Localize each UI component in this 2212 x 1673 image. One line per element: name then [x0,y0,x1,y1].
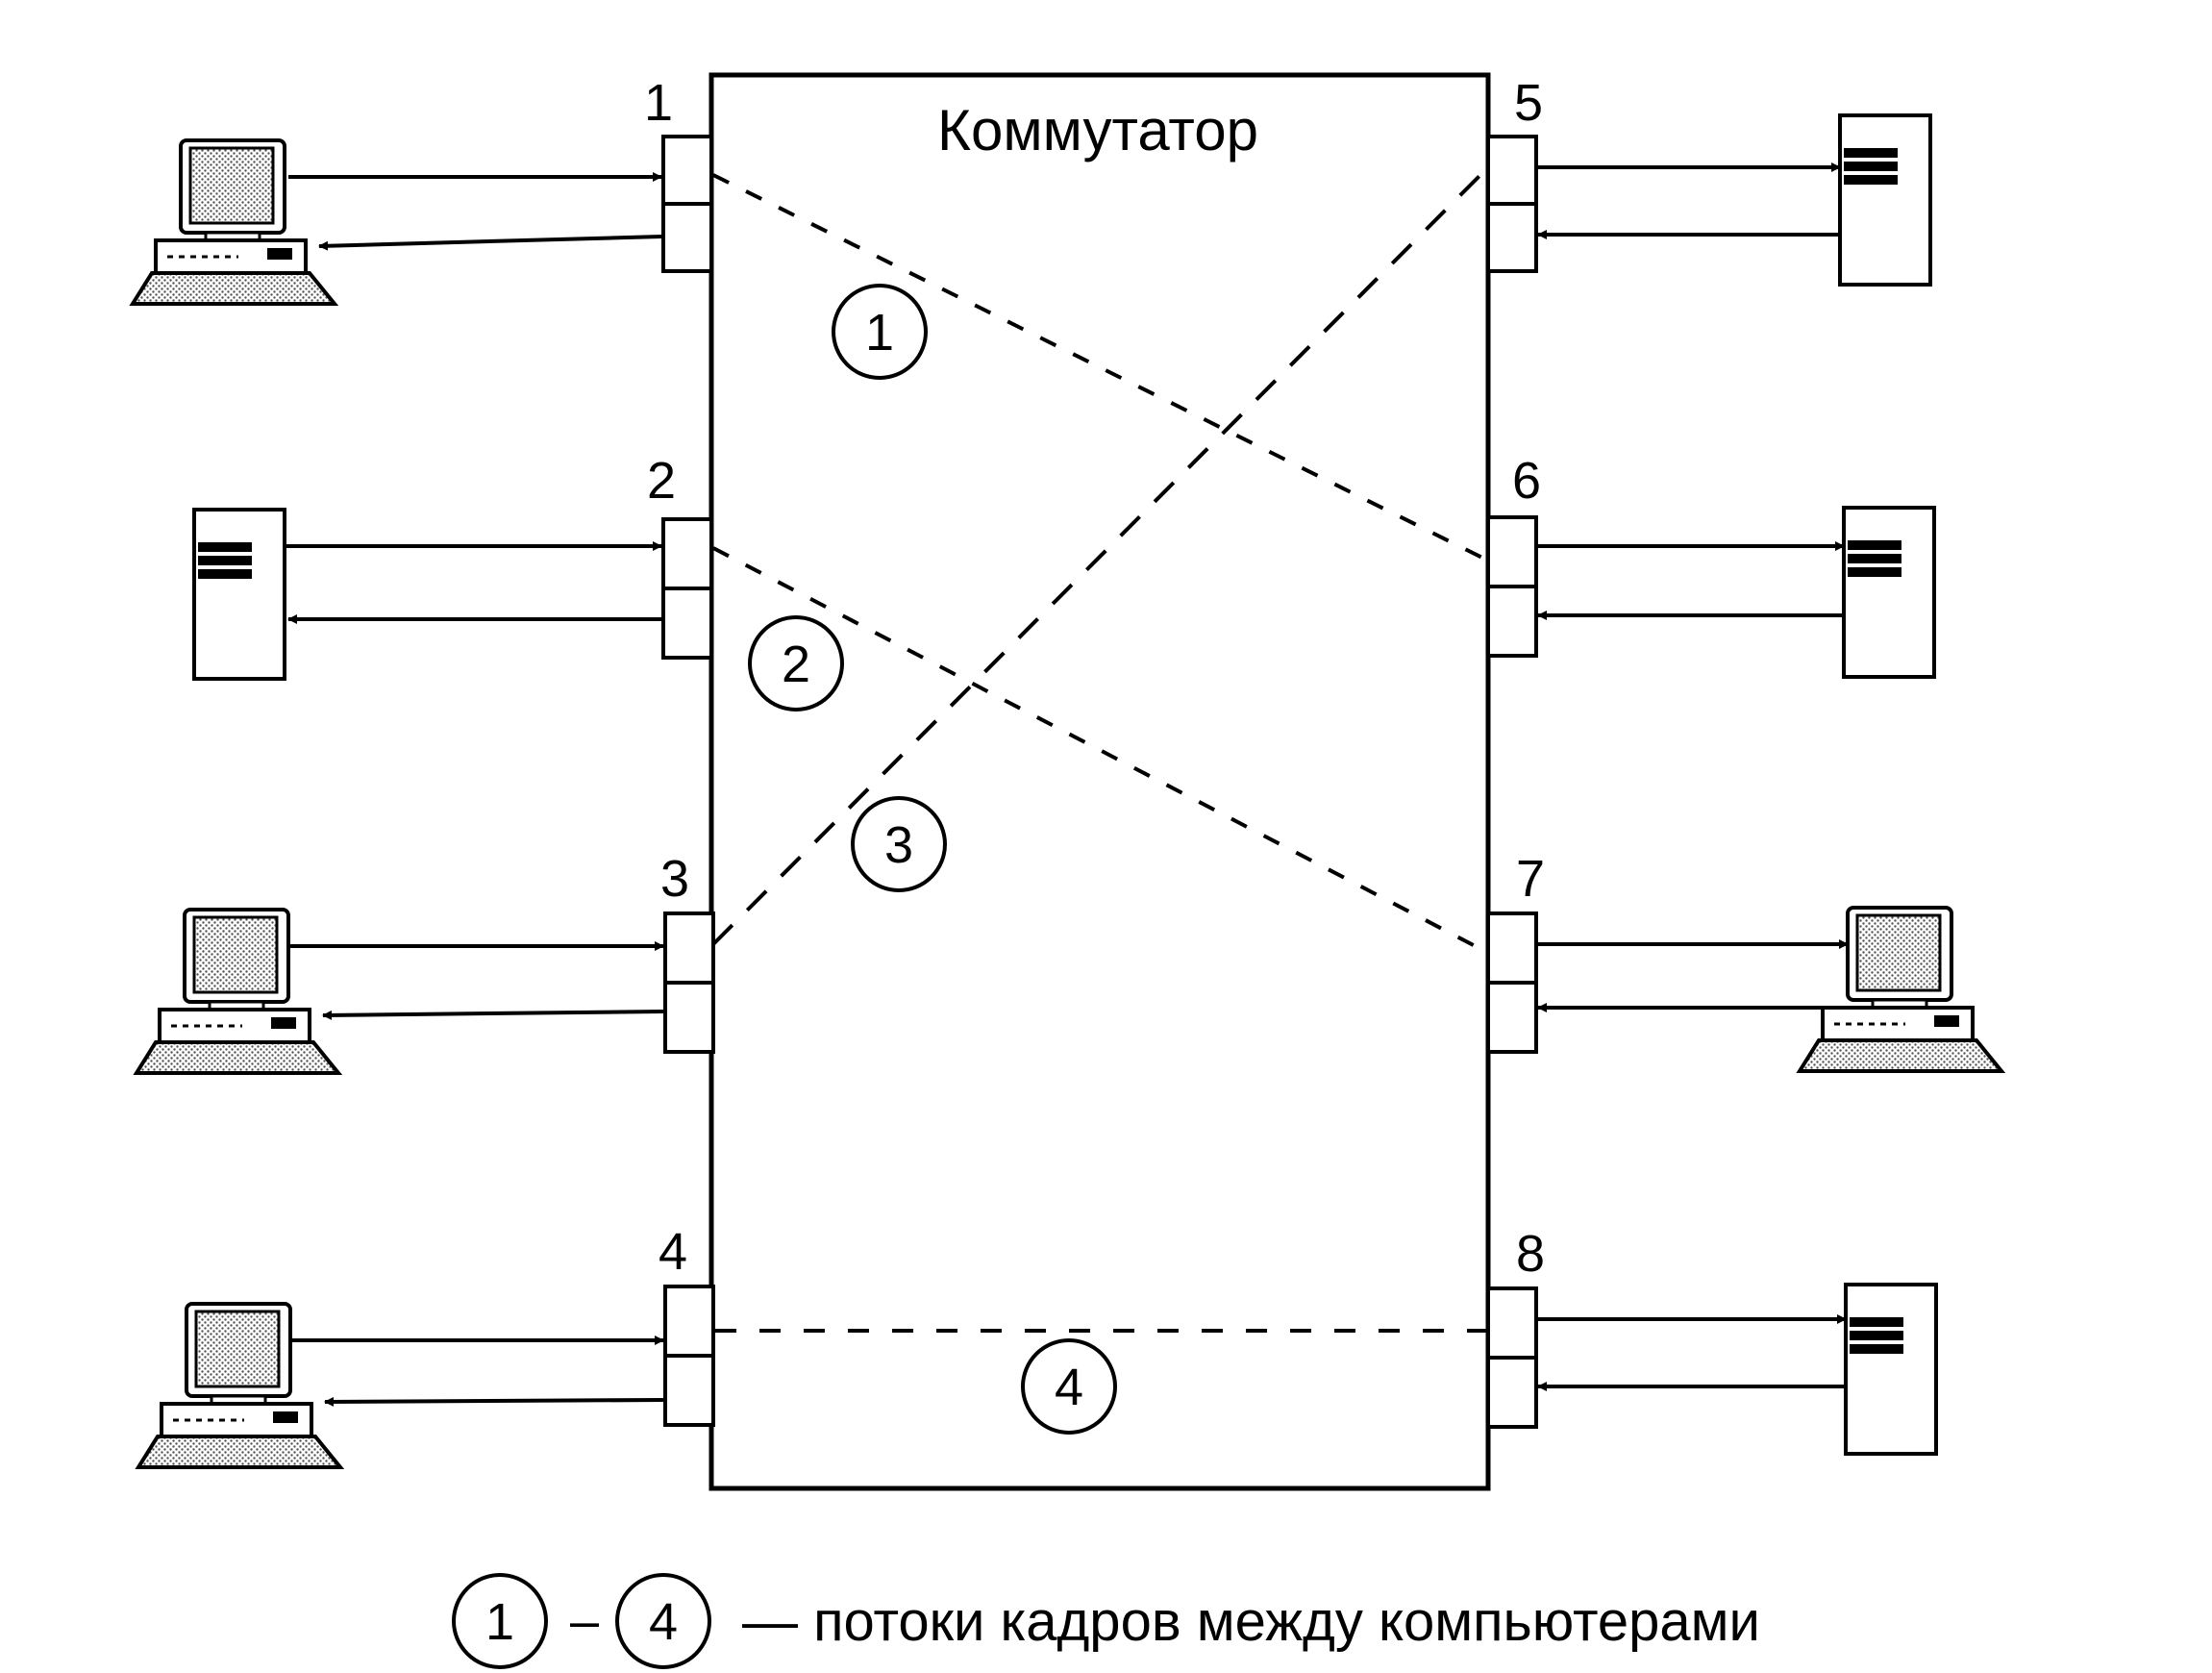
legend-marker-first: 1 [452,1573,548,1669]
device-port-4-pc[interactable] [137,1302,342,1469]
port-number-2: 2 [647,452,676,510]
device-port-2-server[interactable] [192,508,286,681]
right-links [1537,162,1853,1391]
flow-marker-3-label: 3 [884,816,913,874]
frame-flows [711,167,1488,1333]
flow-marker-4-label: 4 [1055,1359,1083,1416]
port-8[interactable]: 8 [1486,1225,1545,1429]
port-number-4: 4 [659,1223,687,1281]
port-number-8: 8 [1516,1225,1545,1283]
port-number-7: 7 [1516,850,1545,908]
flow-marker-2-label: 2 [782,636,810,693]
legend-description: — потоки кадров между компьютерами [742,1590,1760,1653]
switch-body: Коммутатор [708,72,1491,1491]
left-ports: 1 2 3 4 [644,74,715,1427]
flow-marker-1-label: 1 [865,304,894,362]
switch-title: Коммутатор [937,98,1258,162]
legend-marker-last: 4 [615,1573,711,1669]
link-4-out-arrow [324,1396,664,1407]
flow-marker-3: 3 [851,796,947,892]
device-port-7-pc[interactable] [1798,906,2003,1073]
port-number-1: 1 [644,74,673,132]
flow-marker-1: 1 [832,284,928,380]
link-1-out-arrow [318,235,662,251]
legend-last-label: 4 [649,1593,678,1651]
port-number-3: 3 [660,850,689,908]
port-number-5: 5 [1514,74,1543,132]
port-7[interactable]: 7 [1486,850,1545,1054]
flow-3-path [711,167,1488,946]
flow-marker-2: 2 [748,615,844,712]
device-port-1-pc[interactable] [131,138,336,306]
device-port-3-pc[interactable] [135,908,340,1075]
port-number-6: 6 [1512,452,1541,510]
device-port-8-server[interactable] [1844,1283,1938,1456]
legend-first-label: 1 [485,1593,514,1651]
device-port-6-server[interactable] [1842,506,1936,679]
port-1[interactable]: 1 [644,74,713,273]
legend: 1 – 4 — потоки кадров между компьютерами [452,1573,1760,1669]
port-5[interactable]: 5 [1486,74,1543,273]
port-6[interactable]: 6 [1486,452,1541,658]
flow-marker-4: 4 [1021,1338,1117,1435]
port-3[interactable]: 3 [660,850,715,1054]
port-4[interactable]: 4 [659,1223,715,1427]
port-2[interactable]: 2 [647,452,713,660]
legend-range-dash: – [570,1592,599,1650]
right-ports: 5 6 7 8 [1486,74,1545,1429]
link-3-out-arrow [322,1010,664,1020]
flow-markers: 1 2 3 4 [748,284,1117,1435]
device-port-5-server[interactable] [1838,113,1932,287]
left-links [285,172,664,1407]
